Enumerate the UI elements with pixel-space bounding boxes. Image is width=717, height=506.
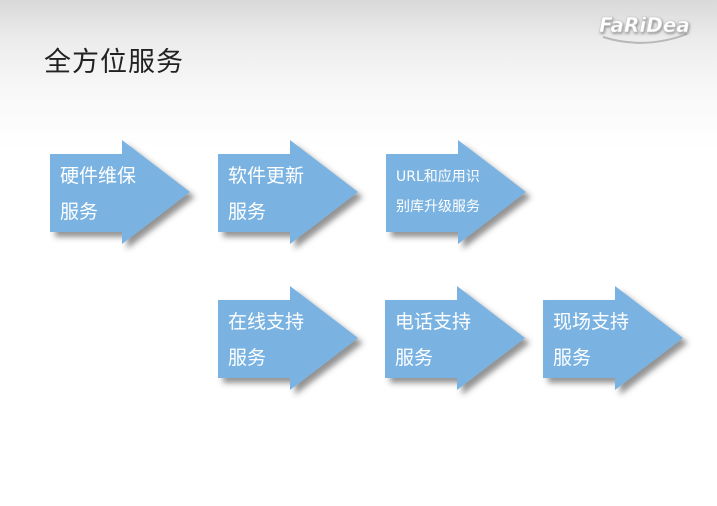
arrow-shape <box>543 286 683 390</box>
faridea-logo: FaRiDea <box>599 13 690 44</box>
arrow-label-line2: 服务 <box>228 201 267 223</box>
arrow-shape <box>218 140 358 244</box>
arrow-hardware-maintenance: 硬件维保 服务 <box>50 140 190 246</box>
arrow-label-line1: 软件更新 <box>228 165 305 187</box>
arrow-shape <box>218 286 358 390</box>
arrow-label-line2: 服务 <box>228 347 267 369</box>
arrow-label-line2: 服务 <box>60 201 99 223</box>
logo-text: FaRiDea <box>599 13 690 37</box>
arrow-label: 在线支持 服务 <box>228 304 338 376</box>
arrow-label-line1: 现场支持 <box>553 311 630 333</box>
arrow-label-line2: 服务 <box>553 347 592 369</box>
arrow-phone-support: 电话支持 服务 <box>385 286 525 392</box>
arrow-online-support: 在线支持 服务 <box>218 286 358 392</box>
arrow-url-library-upgrade: URL和应用识 别库升级服务 <box>386 140 526 246</box>
arrow-label: 软件更新 服务 <box>228 158 338 230</box>
arrow-shape <box>386 140 526 244</box>
arrow-label: 硬件维保 服务 <box>60 158 170 230</box>
arrow-label-line2: 别库升级服务 <box>396 199 480 215</box>
arrow-label: 现场支持 服务 <box>553 304 663 376</box>
arrow-label-line1: 硬件维保 <box>60 165 137 187</box>
arrow-shape <box>385 286 525 390</box>
arrow-label-line2: 服务 <box>395 347 434 369</box>
arrow-label-line1: 电话支持 <box>395 311 472 333</box>
arrow-label: 电话支持 服务 <box>395 304 505 376</box>
arrow-label: URL和应用识 别库升级服务 <box>396 162 506 222</box>
arrow-shape <box>50 140 190 244</box>
arrow-software-update: 软件更新 服务 <box>218 140 358 246</box>
page-title: 全方位服务 <box>44 47 184 78</box>
arrow-label-line1: 在线支持 <box>228 311 305 333</box>
arrow-onsite-support: 现场支持 服务 <box>543 286 683 392</box>
arrow-label-line1: URL和应用识 <box>396 169 480 185</box>
